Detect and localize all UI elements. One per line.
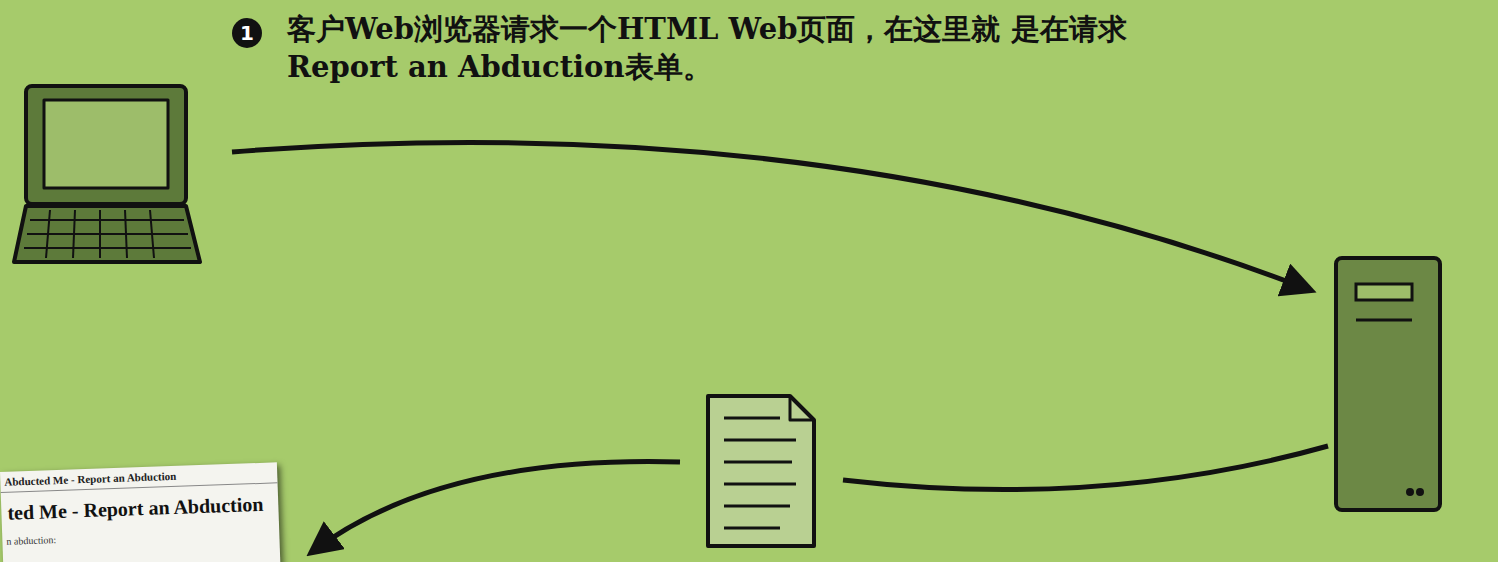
response-line <box>843 446 1328 490</box>
form-text: n abduction: <box>6 534 56 547</box>
response-arrow <box>312 462 680 552</box>
server-icon <box>1336 258 1440 510</box>
page-screenshot: Abducted Me - Report an Abduction ted Me … <box>0 462 281 562</box>
document-icon <box>708 396 814 546</box>
step-note: 客户Web浏览器请求一个HTML Web页面，在这里就 是在请求Report a… <box>287 10 1147 86</box>
window-title: Abducted Me - Report an Abduction <box>4 470 176 488</box>
laptop-icon <box>14 86 200 262</box>
page-heading: ted Me - Report an Abduction <box>7 493 264 525</box>
callout-number: 1 <box>232 18 262 48</box>
request-arrow <box>232 142 1310 290</box>
